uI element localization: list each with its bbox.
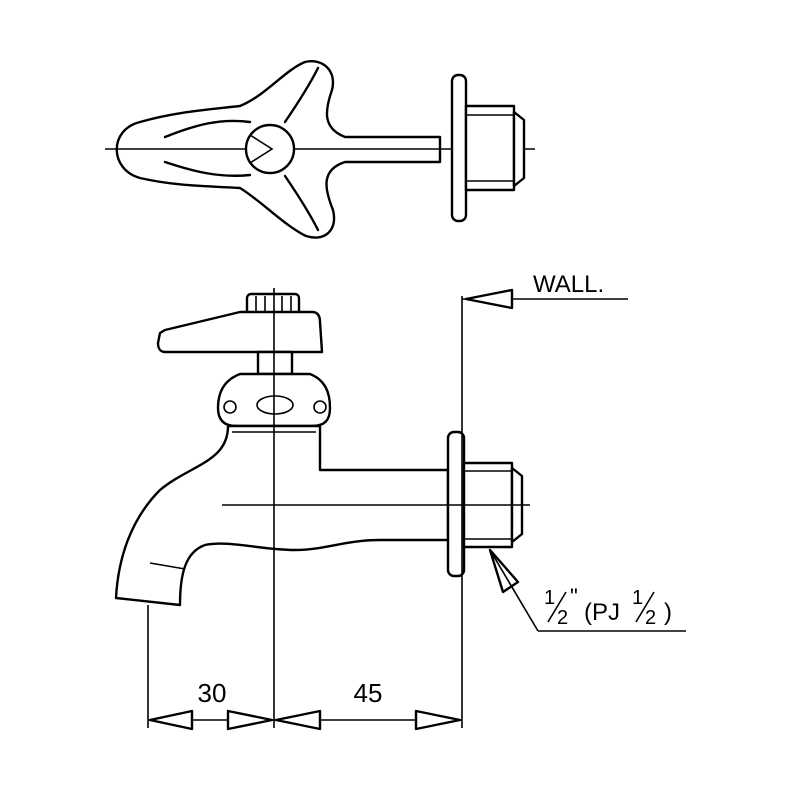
thread-spec-denominator: 2 [645, 607, 656, 629]
side-view-bonnet-hole-left [223, 400, 237, 414]
thread-size-fraction-bar [547, 591, 567, 623]
thread-spec-open: (PJ [584, 599, 620, 626]
thread-spec-fraction-bar [635, 591, 655, 623]
top-view-nut [464, 104, 516, 192]
dim-30-arrow-left [148, 709, 194, 731]
top-view-thread [512, 110, 526, 188]
thread-callout: 1 2 " (PJ 1 2 ) [488, 548, 686, 632]
top-view-handle-edge-lower [163, 160, 252, 177]
dim-45-arrow-left [274, 709, 322, 731]
wall-arrow [464, 288, 514, 310]
dimensions: 30 45 [147, 605, 462, 731]
thread-size-inch-mark: " [570, 584, 578, 609]
top-view-handle-rib-upper [283, 66, 320, 124]
top-view-handle-rib-lower [283, 174, 320, 232]
thread-spec-close: ) [664, 599, 672, 626]
side-view-bonnet-hole-right [313, 400, 327, 414]
thread-size-label: 1 2 " (PJ 1 2 ) [544, 584, 672, 629]
thread-size-denominator: 2 [557, 607, 568, 629]
side-view-bonnet-window [256, 395, 294, 415]
side-view-body [114, 424, 450, 607]
dim-30-arrow-right [226, 709, 274, 731]
dim-45-arrow-right [414, 709, 462, 731]
dim-45-label: 45 [354, 678, 383, 708]
top-view [105, 60, 535, 239]
top-view-hub [244, 123, 296, 175]
side-view [114, 288, 530, 728]
dim-30-label: 30 [198, 678, 227, 708]
side-view-spout-tip-line [149, 562, 186, 570]
side-view-stem [256, 350, 294, 376]
top-view-handle [115, 60, 442, 239]
top-view-hub-mark [249, 134, 274, 164]
side-view-handle [156, 310, 324, 354]
top-view-handle-edge-upper [163, 119, 252, 139]
top-view-flange [450, 73, 468, 223]
wall-reference: WALL. [461, 271, 628, 728]
thread-callout-leader [489, 549, 539, 632]
thread-size-whole: 1 [544, 587, 555, 609]
wall-label: WALL. [533, 271, 604, 298]
thread-spec-numerator: 1 [632, 587, 643, 609]
